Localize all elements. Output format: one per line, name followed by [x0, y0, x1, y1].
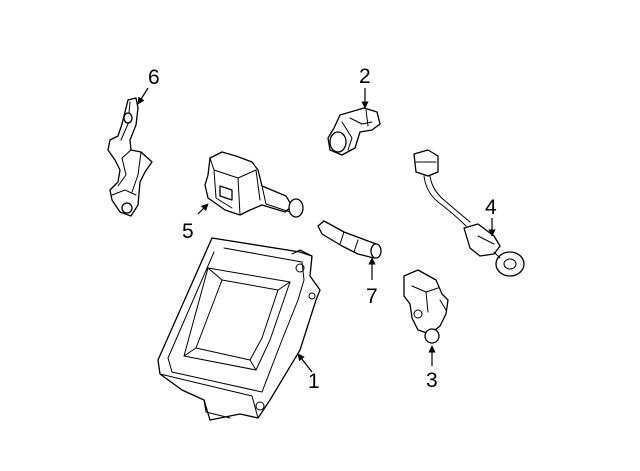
callout-3: 3 — [426, 369, 438, 392]
callout-6: 6 — [148, 66, 160, 89]
callout-2: 2 — [359, 65, 371, 88]
bracket-part-6 — [107, 97, 153, 217]
leader-6 — [137, 87, 149, 105]
position-sensor-part-3 — [403, 269, 449, 344]
sensor-part-2 — [327, 107, 381, 156]
leader-5 — [197, 203, 209, 215]
callout-4: 4 — [485, 196, 497, 219]
sensor-part-7 — [317, 220, 382, 259]
callout-1: 1 — [308, 370, 320, 393]
control-module-part-1 — [157, 237, 321, 421]
knock-sensor-part-4 — [413, 149, 525, 277]
callout-5: 5 — [182, 220, 194, 243]
leader-1 — [297, 353, 313, 373]
ignition-coil-part-5 — [204, 151, 304, 218]
callout-7: 7 — [366, 285, 378, 308]
